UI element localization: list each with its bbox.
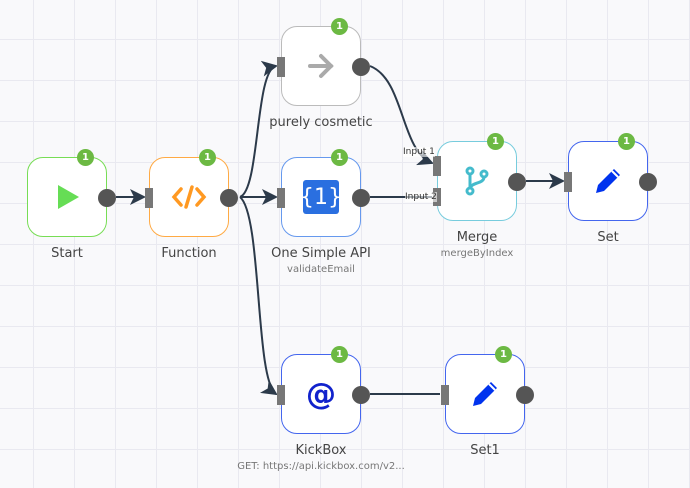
input-handle[interactable] [277,188,285,208]
input-handle[interactable] [564,172,572,192]
input-2-label: Input 2 [405,192,437,202]
node-label: Merge [456,230,498,245]
output-handle[interactable] [352,386,370,404]
at-icon: @ [306,376,336,412]
output-handle[interactable] [352,189,370,207]
node-one-simple-api[interactable]: 1 {1} [277,149,370,237]
execution-badge: 1 [331,149,348,166]
pencil-icon [473,382,497,406]
node-label: Set1 [470,443,500,458]
output-handle[interactable] [508,173,526,191]
node-label: One Simple API [271,246,371,261]
input-handle[interactable] [441,385,449,405]
node-merge[interactable]: 1 [433,133,526,221]
node-set1[interactable]: 1 [441,346,534,434]
node-label: Set [597,230,619,245]
node-subtitle: mergeByIndex [440,248,514,259]
execution-badge: 1 [487,133,504,150]
output-handle[interactable] [639,173,657,191]
merge-icon [465,166,489,196]
node-label: KickBox [295,443,347,458]
output-handle[interactable] [516,386,534,404]
braces-one-icon: {1} [300,180,342,214]
node-purely-cosmetic[interactable]: 1 [277,18,370,106]
play-icon [58,185,79,209]
output-handle[interactable] [98,189,116,207]
node-subtitle: validateEmail [287,264,355,275]
node-label: purely cosmetic [269,115,373,130]
output-handle[interactable] [220,189,238,207]
node-start[interactable]: 1 [27,149,116,237]
code-icon [171,185,207,209]
execution-badge: 1 [331,18,348,35]
input-2-handle[interactable] [433,188,441,206]
execution-badge: 1 [495,346,512,363]
input-handle[interactable] [277,57,285,77]
execution-badge: 1 [199,149,216,166]
node-set[interactable]: 1 [564,133,657,221]
node-kickbox[interactable]: 1 @ [277,346,370,434]
edge-function-cosmetic [239,60,278,198]
node-function[interactable]: 1 [145,149,238,237]
arrow-right-icon [308,54,334,78]
pencil-icon [596,169,620,193]
node-label: Function [161,246,217,261]
execution-badge: 1 [77,149,94,166]
input-handle[interactable] [277,385,285,405]
execution-badge: 1 [618,133,635,150]
input-handle[interactable] [145,188,153,208]
input-1-label: Input 1 [403,147,435,157]
input-1-handle[interactable] [433,156,441,176]
execution-badge: 1 [331,346,348,363]
node-label: Start [51,246,83,261]
node-subtitle: GET: https://api.kickbox.com/v2... [237,461,405,472]
output-handle[interactable] [352,58,370,76]
edge-function-kickbox [239,196,278,396]
